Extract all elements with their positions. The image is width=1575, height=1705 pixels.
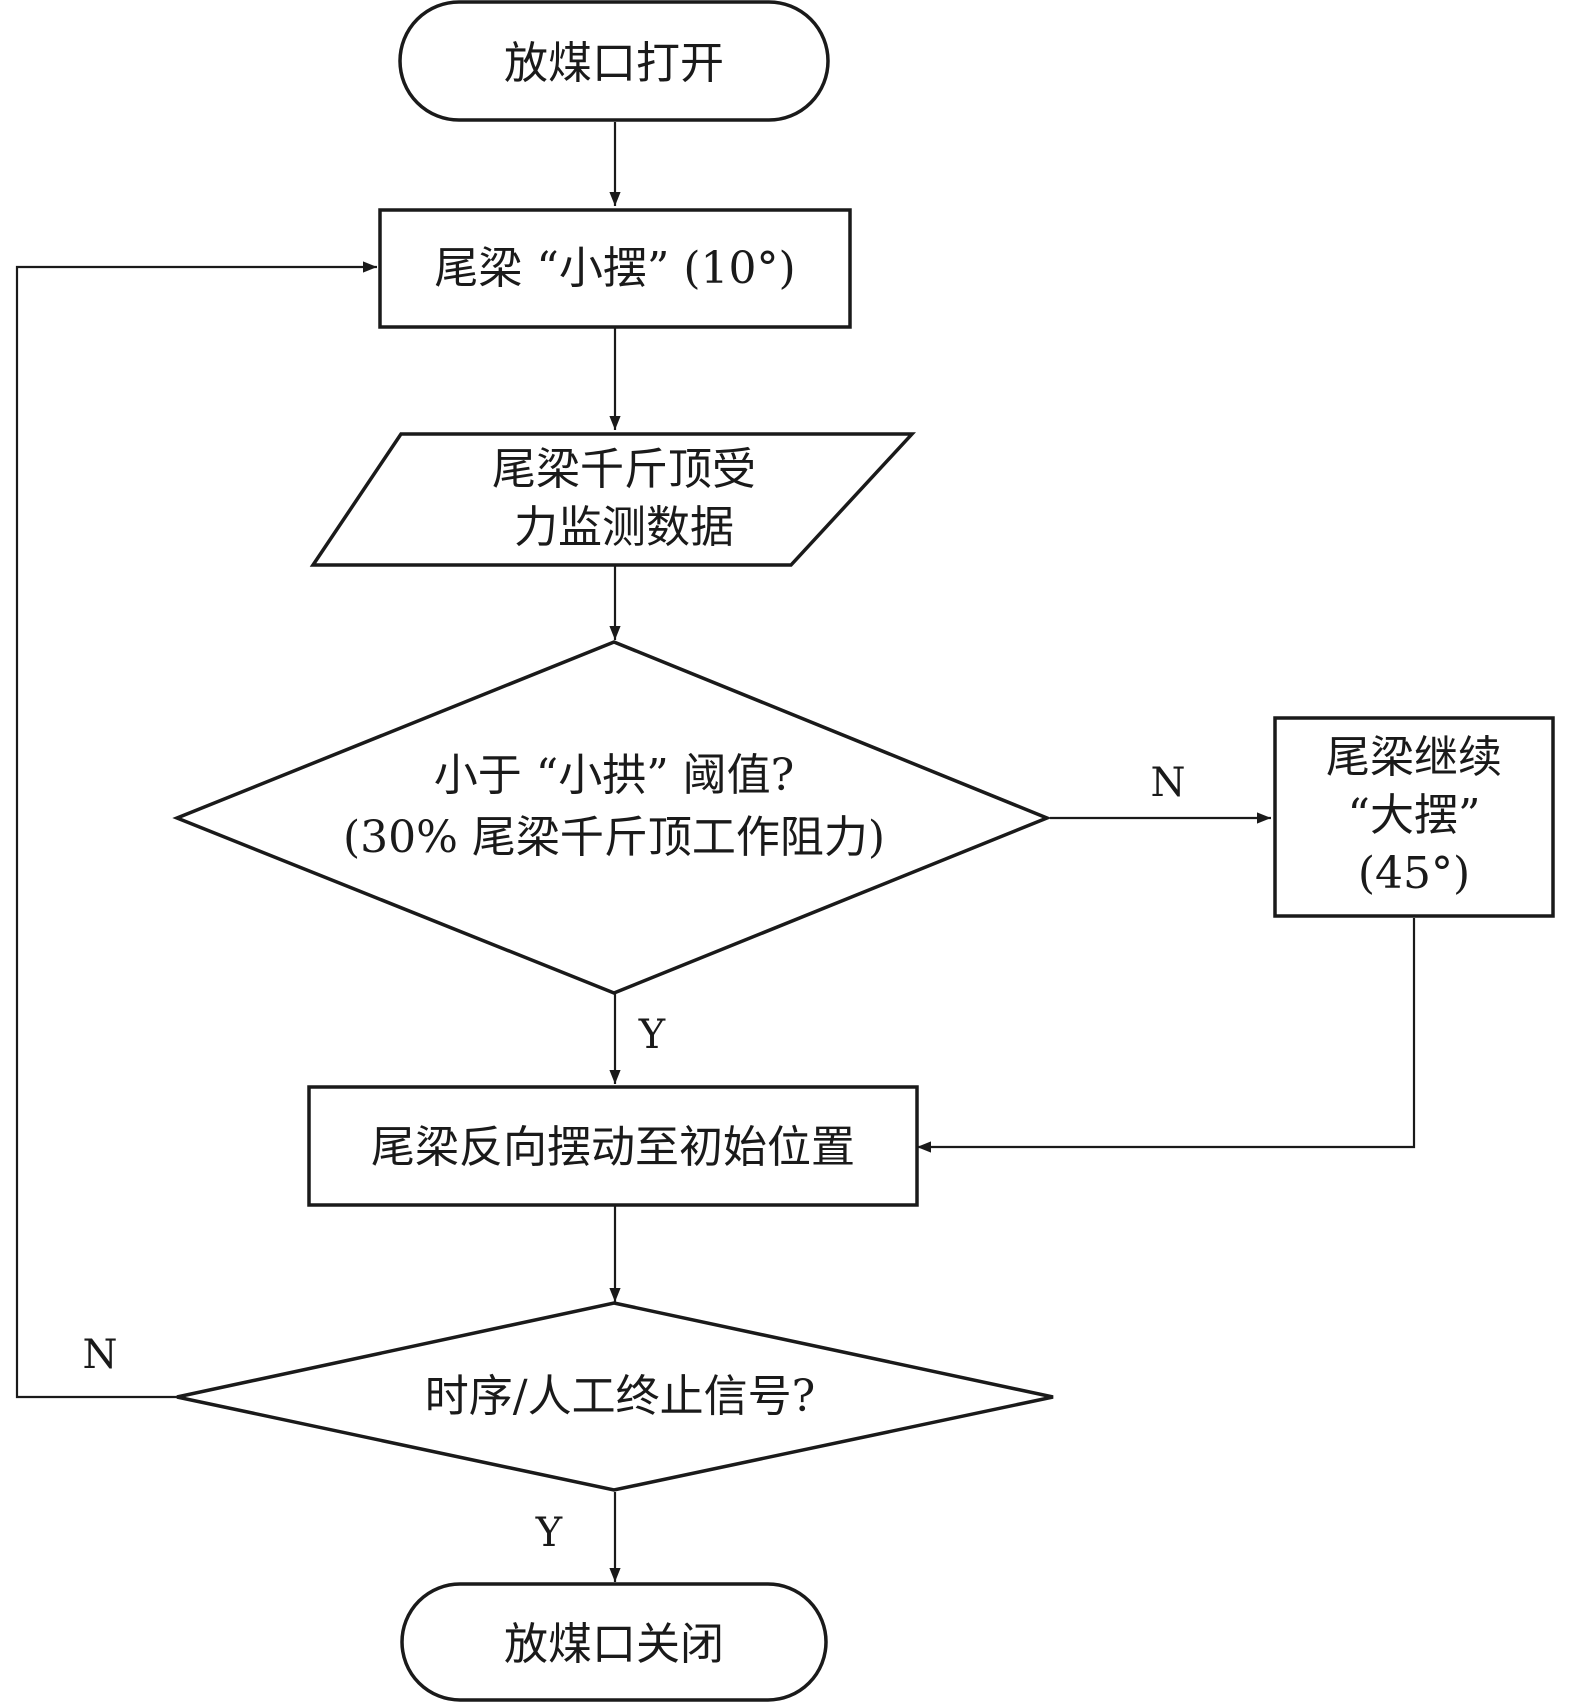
node-monitor-label-line2: 力监测数据	[514, 502, 734, 553]
node-big-swing-label-line2: “大摆”	[1348, 790, 1481, 841]
process-shape	[1273, 716, 1555, 918]
node-start-label: 放煤口打开	[504, 38, 724, 89]
edge-label-threshold-no: N	[1151, 760, 1186, 806]
data-shape	[309, 432, 916, 567]
edge-labels: N Y N Y	[83, 760, 1186, 1556]
node-reverse: 尾梁反向摆动至初始位置	[307, 1085, 919, 1207]
node-threshold-label-line1: 小于 “小拱” 阈值?	[434, 750, 795, 801]
edge-terminate-to-small-swing	[15, 261, 377, 1399]
node-threshold-label-line2: (30% 尾梁千斤顶工作阻力)	[343, 812, 885, 863]
node-end: 放煤口关闭	[400, 1582, 828, 1702]
node-small-swing: 尾梁 “小摆” (10°)	[378, 208, 852, 329]
node-reverse-label: 尾梁反向摆动至初始位置	[371, 1122, 855, 1173]
node-end-label: 放煤口关闭	[504, 1619, 724, 1670]
edge-label-terminate-yes: Y	[535, 1510, 563, 1556]
node-terminate-label: 时序/人工终止信号?	[425, 1371, 815, 1422]
decision-shape	[176, 1301, 1054, 1492]
node-big-swing: 尾梁继续 “大摆” (45°)	[1273, 716, 1555, 918]
edge-big-swing-to-reverse	[917, 918, 1416, 1153]
decision-shape	[172, 640, 1052, 995]
process-shape	[307, 1085, 919, 1207]
node-terminate: 时序/人工终止信号?	[176, 1301, 1054, 1492]
node-big-swing-label-line3: (45°)	[1358, 848, 1470, 899]
node-big-swing-label-line1: 尾梁继续	[1326, 732, 1502, 783]
terminal-shape	[400, 1582, 828, 1702]
terminal-shape	[398, 0, 830, 122]
node-threshold: 小于 “小拱” 阈值? (30% 尾梁千斤顶工作阻力)	[172, 640, 1052, 995]
edge-label-threshold-yes: Y	[638, 1012, 666, 1058]
process-shape	[378, 208, 852, 329]
edges	[15, 122, 1416, 1582]
node-small-swing-label: 尾梁 “小摆” (10°)	[434, 243, 795, 294]
node-monitor-label-line1: 尾梁千斤顶受	[492, 444, 756, 495]
node-start: 放煤口打开	[398, 0, 830, 122]
node-monitor: 尾梁千斤顶受 力监测数据	[309, 432, 916, 567]
edge-label-terminate-no: N	[83, 1332, 118, 1378]
